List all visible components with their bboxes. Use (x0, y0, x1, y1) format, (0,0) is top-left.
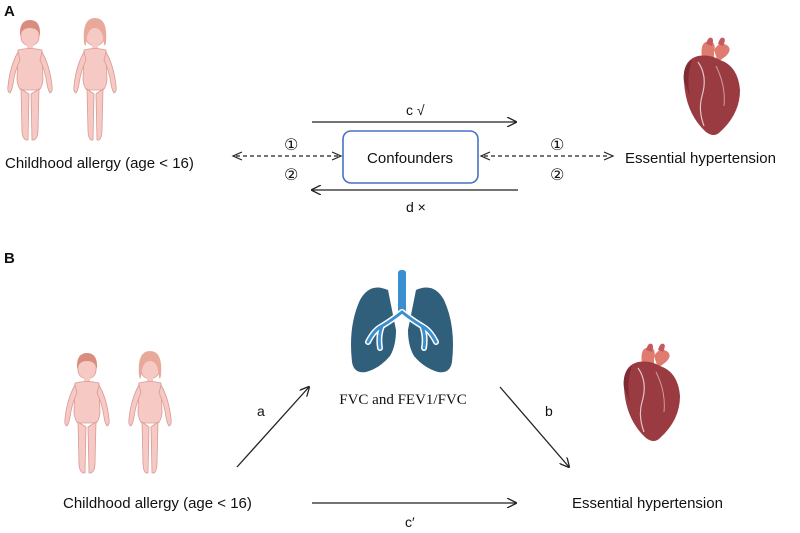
panel-b-outcome-label: Essential hypertension (572, 495, 723, 512)
marker-2-left: ② (284, 167, 298, 184)
marker-2-right: ② (550, 167, 564, 184)
panel-b-exposure-label: Childhood allergy (age < 16) (63, 495, 252, 512)
dashed-arrowhead-right-outer (603, 151, 615, 161)
path-a-label: a (257, 403, 265, 419)
marker-1-right: ① (550, 137, 564, 154)
children-icon-b (64, 350, 172, 474)
arrow-a (236, 387, 309, 468)
heart-icon (683, 36, 741, 136)
confounders-box (342, 130, 479, 184)
dashed-arrowhead-right-inner (479, 151, 491, 161)
dashed-arrowhead-left-inner (331, 151, 343, 161)
mediator-label: FVC and FEV1/FVC (339, 392, 467, 408)
children-icon (7, 17, 117, 141)
heart-icon-b (623, 343, 681, 442)
lungs-icon (351, 270, 453, 373)
confounders-label: Confounders (367, 150, 453, 167)
path-b-label: b (545, 403, 553, 419)
dashed-arrowhead-left-outer (231, 151, 243, 161)
path-c-prime-label: c′ (405, 514, 415, 530)
arrow-d-label: d × (406, 199, 426, 215)
panel-b-label: B (4, 250, 15, 267)
panel-a-outcome-label: Essential hypertension (625, 150, 776, 167)
arrow-b (499, 386, 569, 467)
panel-a-label: A (4, 3, 15, 20)
arrow-c-label: c √ (406, 102, 425, 118)
panel-a-exposure-label: Childhood allergy (age < 16) (5, 155, 194, 172)
marker-1-left: ① (284, 137, 298, 154)
